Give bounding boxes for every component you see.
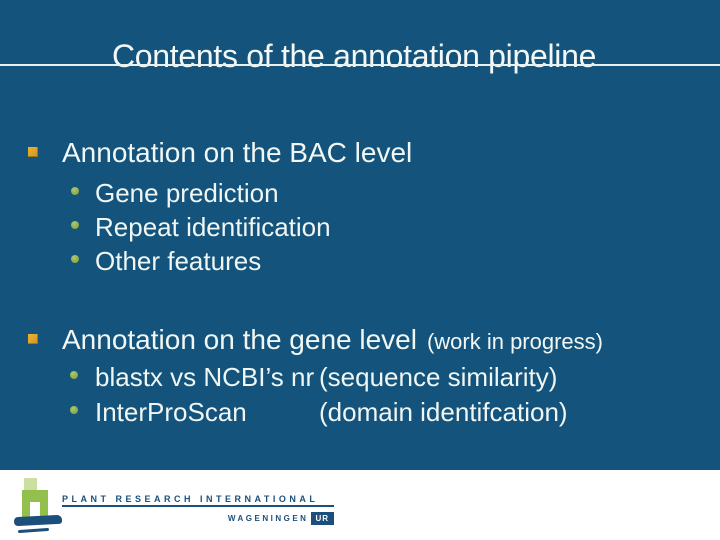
section1-heading-text: Annotation on the BAC level: [62, 137, 413, 168]
section1-heading: Annotation on the BAC level: [62, 137, 412, 169]
list-item-text: Gene prediction: [95, 178, 279, 208]
logo-accent-square: [24, 478, 37, 491]
ur-badge: UR: [311, 512, 334, 525]
list-item: Gene prediction: [95, 178, 695, 209]
level2-circle-bullet-icon: [70, 371, 78, 379]
level2-circle-bullet-icon: [70, 406, 78, 414]
wageningen-label: WAGENINGEN: [227, 514, 309, 523]
section2-heading-note: (work in progress): [426, 329, 603, 354]
list-item-text: blastx vs NCBI’s nr: [95, 362, 315, 392]
list-item-annotation: (domain identifcation): [319, 397, 568, 427]
org-name-label: PLANT RESEARCH INTERNATIONAL: [62, 494, 319, 504]
org-name-underline: [62, 505, 334, 507]
level1-square-bullet-icon: [28, 147, 38, 157]
list-item-text: InterProScan: [95, 397, 247, 427]
level1-square-bullet-icon: [28, 334, 38, 344]
section2-heading: Annotation on the gene level (work in pro…: [62, 324, 603, 356]
list-item: blastx vs NCBI’s nr(sequence similarity): [95, 362, 695, 393]
list-item: InterProScan (domain identifcation): [95, 397, 695, 428]
list-item: Other features: [95, 246, 695, 277]
list-item-text: Other features: [95, 246, 262, 276]
level2-circle-bullet-icon: [71, 255, 79, 263]
level2-circle-bullet-icon: [71, 221, 79, 229]
list-item-annotation: (sequence similarity): [319, 362, 558, 392]
slide-title: Contents of the annotation pipeline: [112, 38, 597, 74]
brand-row: WAGENINGEN UR: [62, 512, 334, 525]
logo-gate-notch: [30, 502, 40, 519]
plant-research-logo-icon: [22, 490, 48, 519]
list-item-text: Repeat identification: [95, 212, 331, 242]
list-item: Repeat identification: [95, 212, 695, 243]
level2-circle-bullet-icon: [71, 187, 79, 195]
title-underline: [0, 64, 720, 66]
section2-heading-text: Annotation on the gene level: [62, 324, 417, 355]
